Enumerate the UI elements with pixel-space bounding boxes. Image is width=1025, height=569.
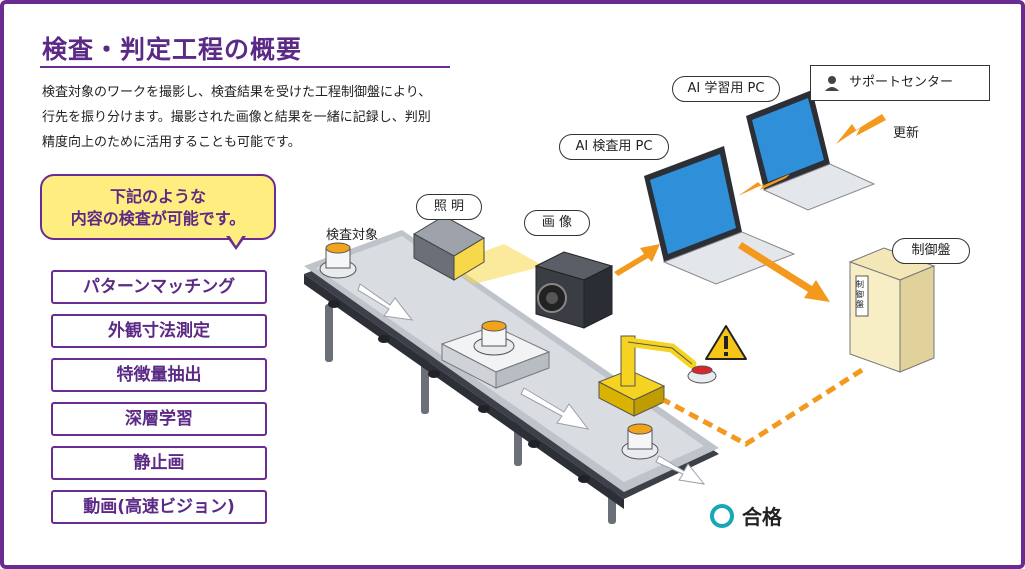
description-line-1: 検査対象のワークを撮影し、検査結果を受けた工程制御盤により、 bbox=[42, 85, 432, 100]
laptop-icon-inspect bbox=[644, 146, 796, 285]
page-title: 検査・判定工程の概要 bbox=[42, 35, 303, 64]
image-label: 画 像 bbox=[524, 210, 590, 236]
feature-still-image: 静止画 bbox=[51, 446, 267, 480]
lighting-label: 照 明 bbox=[416, 194, 482, 220]
inspection-stage bbox=[440, 320, 551, 389]
ai-inspect-pc-label: AI 検査用 PC bbox=[559, 134, 669, 160]
pass-label: 合格 bbox=[742, 505, 782, 529]
support-center-box: サポートセンター bbox=[810, 65, 990, 101]
camera-icon bbox=[534, 251, 614, 329]
pass-icon bbox=[710, 504, 734, 528]
feature-deep-learning: 深層学習 bbox=[51, 402, 267, 436]
ai-learn-pc-label: AI 学習用 PC bbox=[672, 76, 780, 102]
callout-line-1: 下記のような bbox=[109, 187, 206, 206]
description-line-3: 精度向上のために活用することも可能です。 bbox=[42, 135, 301, 150]
control-panel-icon bbox=[848, 247, 936, 373]
feature-dimension-measure: 外観寸法測定 bbox=[51, 314, 267, 348]
laptop-icon-learn bbox=[746, 90, 876, 211]
workpiece-1 bbox=[319, 242, 357, 279]
control-panel-door-label: 制御盤 bbox=[856, 280, 864, 309]
title-underline bbox=[40, 66, 450, 68]
target-label: 検査対象 bbox=[326, 228, 379, 243]
description: 検査対象のワークを撮影し、検査結果を受けた工程制御盤により、 行先を振り分けます… bbox=[42, 80, 462, 155]
feature-extraction: 特徴量抽出 bbox=[51, 358, 267, 392]
signal-dashed-line bbox=[662, 367, 864, 447]
callout-line-2: 内容の検査が可能です。 bbox=[70, 209, 246, 228]
belt-flow-arrows bbox=[357, 283, 706, 485]
feature-video: 動画(高速ビジョン) bbox=[51, 490, 267, 524]
warning-icon bbox=[705, 325, 747, 360]
update-label: 更新 bbox=[893, 126, 920, 141]
control-panel-label: 制御盤 bbox=[892, 238, 970, 264]
scene-illustration bbox=[304, 90, 936, 524]
description-line-2: 行先を振り分けます。撮影された画像と結果を一緒に記録し、判別 bbox=[42, 110, 431, 125]
feature-pattern-matching: パターンマッチング bbox=[51, 270, 267, 304]
workpiece-3 bbox=[621, 423, 659, 460]
callout-bubble: 下記のような 内容の検査が可能です。 bbox=[40, 174, 276, 240]
support-center-label: サポートセンター bbox=[849, 75, 954, 90]
callout-tail-fill bbox=[229, 235, 243, 246]
person-icon bbox=[825, 76, 839, 91]
light-icon bbox=[412, 215, 544, 284]
robot-arm-icon bbox=[597, 335, 717, 417]
flow-arrows bbox=[614, 114, 886, 302]
